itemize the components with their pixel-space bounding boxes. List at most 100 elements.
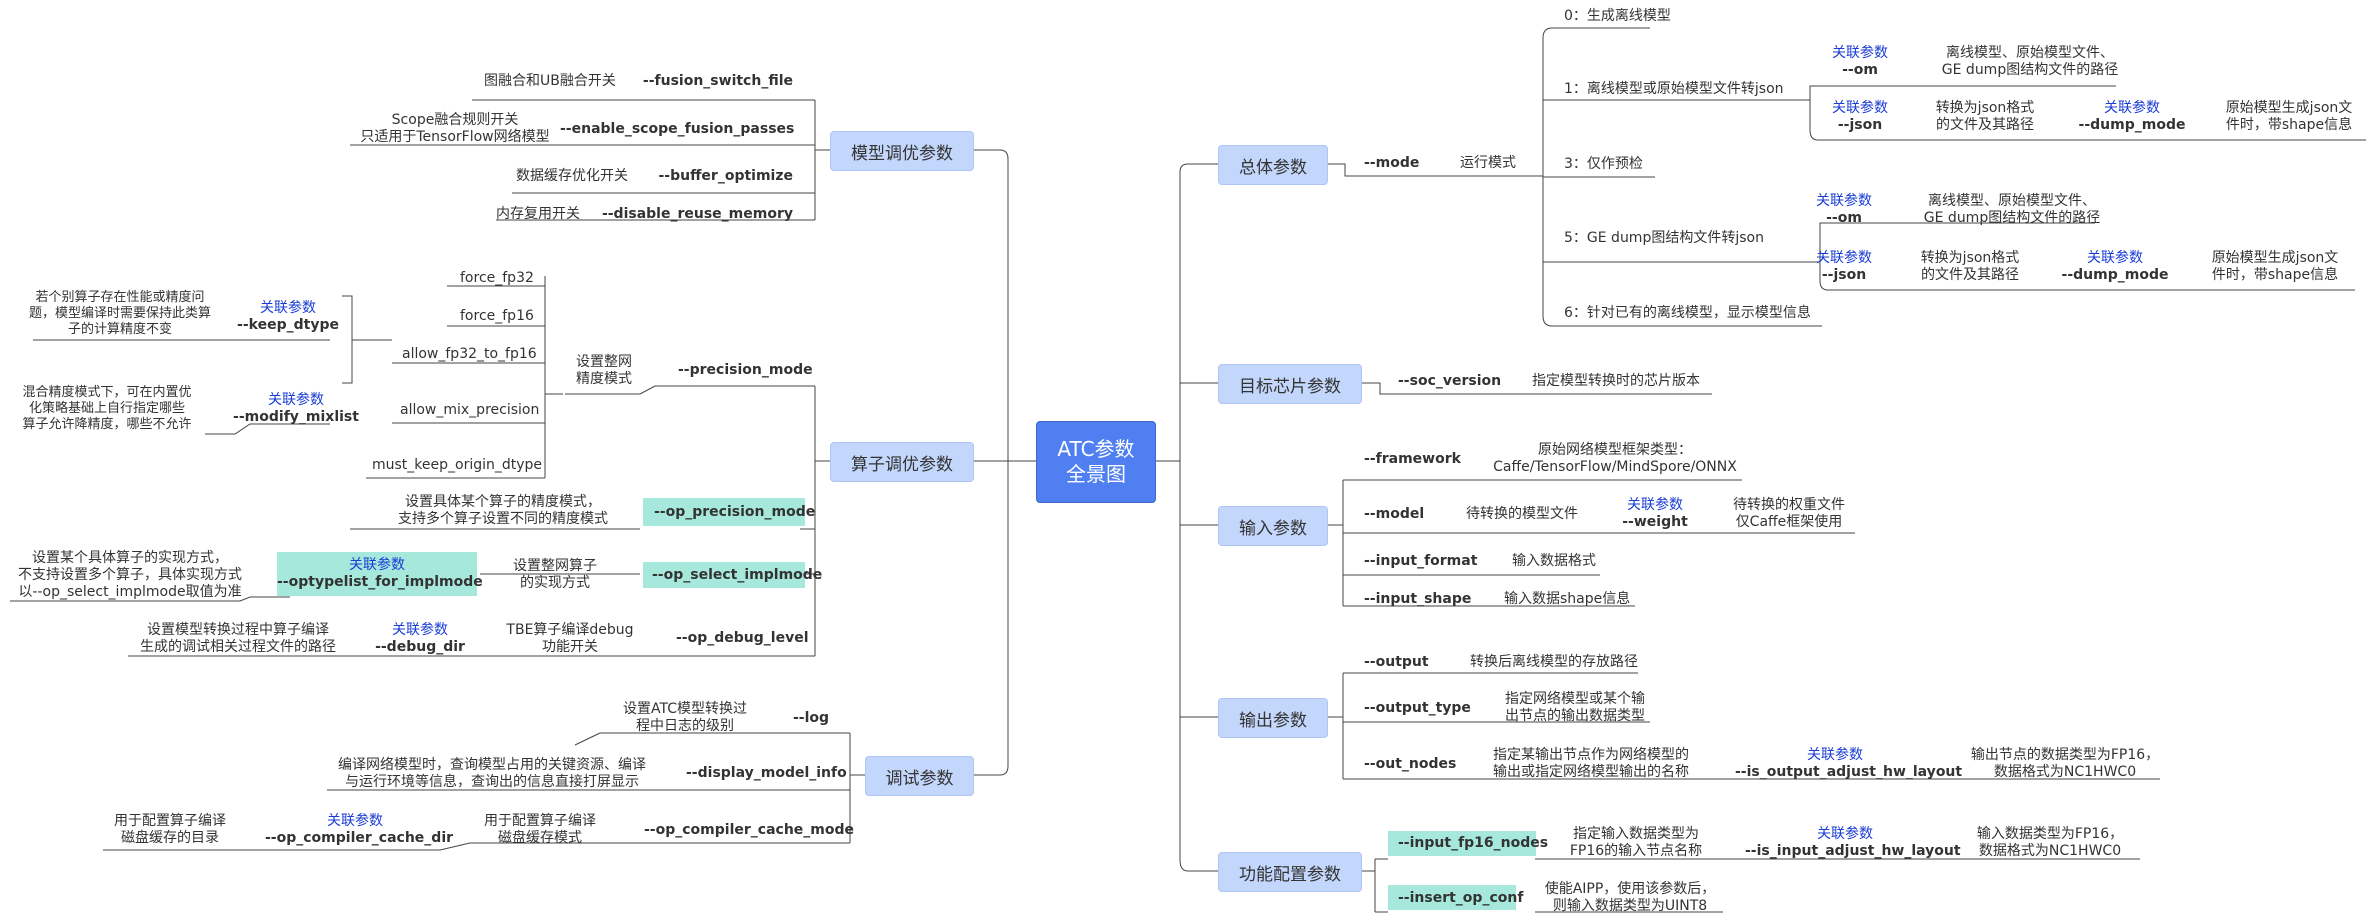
branch-op-tuning[interactable]: 算子调优参数	[830, 442, 974, 482]
assoc-label: 关联参数	[2104, 100, 2160, 116]
param-optypelist-for-implmode[interactable]: --optypelist_for_implmode	[277, 574, 483, 590]
op-precision-desc: 设置具体某个算子的精度模式， 支持多个算子设置不同的精度模式	[398, 494, 608, 527]
param-modify-mixlist[interactable]: --modify_mixlist	[233, 409, 359, 425]
assoc-label: 关联参数	[2087, 250, 2143, 266]
assoc-label: 关联参数	[260, 300, 316, 316]
param-om-2[interactable]: --om	[1826, 210, 1862, 226]
assoc-label: 关联参数	[1816, 193, 1872, 209]
weight-desc: 待转换的权重文件 仅Caffe框架使用	[1733, 497, 1845, 530]
param-model[interactable]: --model	[1364, 506, 1425, 522]
buffer-optimize-desc: 数据缓存优化开关	[516, 168, 628, 184]
param-framework[interactable]: --framework	[1364, 451, 1461, 467]
param-out-nodes[interactable]: --out_nodes	[1364, 756, 1457, 772]
param-display-model-info[interactable]: --display_model_info	[686, 765, 847, 781]
assoc-label: 关联参数	[1832, 100, 1888, 116]
output-type-desc: 指定网络模型或某个输 出节点的输出数据类型	[1505, 691, 1645, 724]
assoc-label: 关联参数	[349, 557, 405, 573]
soc-desc: 指定模型转换时的芯片版本	[1532, 373, 1700, 389]
param-input-fp16-nodes[interactable]: --input_fp16_nodes	[1398, 835, 1549, 851]
param-op-debug-level[interactable]: --op_debug_level	[676, 630, 809, 646]
precision-option: allow_mix_precision	[400, 402, 540, 418]
branch-input[interactable]: 输入参数	[1218, 506, 1328, 546]
param-op-compiler-cache-mode[interactable]: --op_compiler_cache_mode	[644, 822, 855, 838]
output-adjust-desc: 输出节点的数据类型为FP16， 数据格式为NC1HWC0	[1970, 747, 2160, 780]
param-output-type[interactable]: --output_type	[1364, 700, 1471, 716]
implmode-desc: 设置整网算子 的实现方式	[513, 558, 597, 591]
param-json[interactable]: --json	[1837, 117, 1883, 133]
assoc-label: 关联参数	[1832, 45, 1888, 61]
param-mode[interactable]: --mode	[1364, 155, 1420, 171]
param-op-precision-mode[interactable]: --op_precision_mode	[654, 504, 816, 520]
param-keep-dtype[interactable]: --keep_dtype	[237, 317, 339, 333]
mode-item-1: 1：离线模型或原始模型文件转json	[1564, 81, 1784, 97]
param-is-input-adjust[interactable]: --is_input_adjust_hw_layout	[1745, 843, 1961, 859]
param-log[interactable]: --log	[793, 710, 830, 726]
assoc-label: 关联参数	[268, 392, 324, 408]
branch-general[interactable]: 总体参数	[1218, 145, 1328, 185]
om-desc: 离线模型、原始模型文件、 GE dump图结构文件的路径	[1941, 45, 2119, 78]
assoc-label: 关联参数	[1817, 826, 1873, 842]
branch-output[interactable]: 输出参数	[1218, 698, 1328, 738]
branch-soc[interactable]: 目标芯片参数	[1218, 364, 1362, 404]
keep-dtype-desc: 若个别算子存在性能或精度问 题，模型编译时需要保持此类算 子的计算精度不变	[28, 290, 211, 337]
param-is-output-adjust[interactable]: --is_output_adjust_hw_layout	[1735, 764, 1963, 780]
param-output[interactable]: --output	[1364, 654, 1429, 670]
param-debug-dir[interactable]: --debug_dir	[375, 639, 465, 655]
param-fusion-switch-file[interactable]: --fusion_switch_file	[642, 73, 793, 89]
aipp-desc: 使能AIPP，使用该参数后， 则输入数据类型为UINT8	[1544, 881, 1716, 914]
precision-option: force_fp32	[460, 270, 534, 286]
mode-item-6: 6：针对已有的离线模型，显示模型信息	[1564, 305, 1811, 321]
debug-dir-desc: 设置模型转换过程中算子编译 生成的调试相关过程文件的路径	[140, 622, 336, 655]
assoc-label: 关联参数	[1807, 747, 1863, 763]
branch-debug[interactable]: 调试参数	[865, 756, 974, 796]
param-input-shape[interactable]: --input_shape	[1364, 591, 1472, 607]
mode-item-0: 0：生成离线模型	[1564, 8, 1671, 24]
precision-option: must_keep_origin_dtype	[372, 457, 543, 473]
param-highlight	[277, 552, 477, 596]
root-node[interactable]: ATC参数 全景图	[1036, 421, 1156, 503]
out-nodes-desc: 指定某输出节点作为网络模型的 输出或指定网络模型输出的名称	[1493, 747, 1689, 780]
param-highlight	[643, 562, 805, 588]
dump-desc-2: 原始模型生成json文 件时，带shape信息	[2211, 250, 2339, 283]
output-desc: 转换后离线模型的存放路径	[1470, 654, 1638, 670]
input-adjust-desc: 输入数据类型为FP16， 数据格式为NC1HWC0	[1976, 826, 2124, 859]
optypelist-desc: 设置某个具体算子的实现方式， 不支持设置多个算子，具体实现方式 以--op_se…	[18, 550, 242, 600]
param-dump-mode-2[interactable]: --dump_mode	[2061, 267, 2169, 283]
scope-fusion-desc: Scope融合规则开关 只适用于TensorFlow网络模型	[360, 112, 550, 145]
param-dump-mode[interactable]: --dump_mode	[2078, 117, 2186, 133]
param-soc-version[interactable]: --soc_version	[1398, 373, 1502, 389]
param-weight[interactable]: --weight	[1622, 514, 1688, 530]
display-desc: 编译网络模型时，查询模型占用的关键资源、编译 与运行环境等信息，查询出的信息直接…	[338, 757, 646, 790]
branch-function[interactable]: 功能配置参数	[1218, 852, 1362, 892]
param-precision-mode[interactable]: --precision_mode	[678, 362, 813, 378]
shape-desc: 输入数据shape信息	[1504, 591, 1631, 607]
param-buffer-optimize[interactable]: --buffer_optimize	[658, 168, 793, 184]
param-highlight	[643, 498, 805, 526]
param-highlight	[1388, 831, 1536, 856]
cache-mode-desc: 用于配置算子编译 磁盘缓存模式	[484, 813, 596, 846]
param-input-format[interactable]: --input_format	[1364, 553, 1478, 569]
param-enable-scope-fusion[interactable]: --enable_scope_fusion_passes	[560, 121, 795, 137]
param-highlight	[1388, 885, 1516, 910]
mixlist-desc: 混合精度模式下，可在内置优 化策略基础上自行指定哪些 算子允许降精度，哪些不允许	[22, 385, 192, 432]
format-desc: 输入数据格式	[1512, 553, 1596, 569]
fusion-switch-desc: 图融合和UB融合开关	[484, 73, 616, 89]
mode-desc: 运行模式	[1460, 155, 1516, 171]
param-insert-op-conf[interactable]: --insert_op_conf	[1398, 890, 1524, 906]
precision-desc: 设置整网 精度模式	[576, 354, 632, 387]
assoc-label: 关联参数	[392, 622, 448, 638]
cache-dir-desc: 用于配置算子编译 磁盘缓存的目录	[114, 813, 226, 846]
reuse-memory-desc: 内存复用开关	[496, 206, 580, 222]
framework-desc: 原始网络模型框架类型： Caffe/TensorFlow/MindSpore/O…	[1493, 442, 1737, 475]
param-disable-reuse-memory[interactable]: --disable_reuse_memory	[601, 206, 793, 222]
param-json-2[interactable]: --json	[1821, 267, 1867, 283]
om-desc-2: 离线模型、原始模型文件、 GE dump图结构文件的路径	[1923, 193, 2101, 226]
param-om[interactable]: --om	[1842, 62, 1878, 78]
dump-desc: 原始模型生成json文 件时，带shape信息	[2225, 100, 2353, 133]
branch-model-tuning[interactable]: 模型调优参数	[830, 131, 974, 171]
json-desc: 转换为json格式 的文件及其路径	[1935, 100, 2035, 133]
param-op-compiler-cache-dir[interactable]: --op_compiler_cache_dir	[265, 830, 454, 846]
param-op-select-implmode[interactable]: --op_select_implmode	[652, 567, 823, 583]
precision-option: allow_fp32_to_fp16	[402, 346, 537, 362]
